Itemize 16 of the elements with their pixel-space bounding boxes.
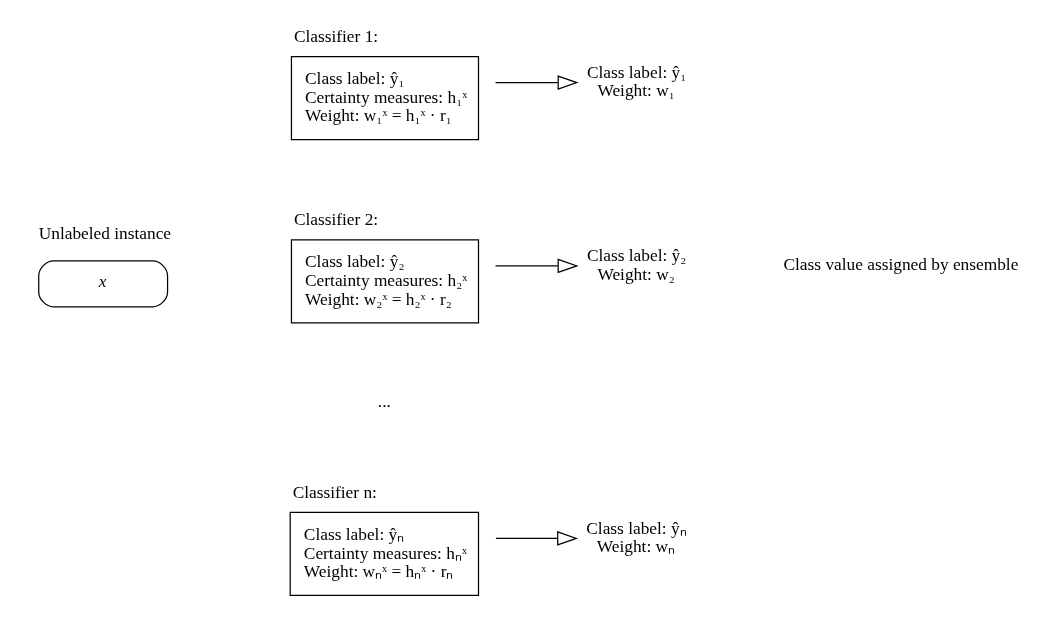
node-label: Unlabeled instance — [38, 223, 172, 243]
node-box: x — [38, 260, 169, 308]
node-text: Class label: ŷ₁ Weight: w₁ — [586, 62, 687, 101]
arrow — [495, 531, 579, 546]
node-box: Class label: ŷ₁ Certainty measures: h₁ˣ Weight: w₁ˣ = h₁ˣ · r₁ — [290, 55, 480, 141]
node-label: Classifier 2: — [293, 210, 379, 230]
node-box: Class label: ŷₙ Certainty measures: hₙˣ Weight: wₙˣ = hₙˣ · rₙ — [289, 511, 480, 597]
node-box: Class label: ŷ₂ Certainty measures: h₂ˣ Weight: w₂ˣ = h₂ˣ · r₂ — [290, 239, 480, 324]
arrow — [494, 75, 579, 90]
node-label: Classifier n: — [292, 482, 377, 502]
node-text: Class label: ŷₙ Weight: wₙ — [586, 518, 687, 557]
label: Class value assigned by ensemble — [783, 255, 1019, 275]
node-label: Classifier 1: — [293, 26, 379, 46]
label: ... — [377, 391, 391, 411]
arrow — [494, 258, 579, 274]
node-text: Class label: ŷ₂ Weight: w₂ — [586, 246, 687, 284]
